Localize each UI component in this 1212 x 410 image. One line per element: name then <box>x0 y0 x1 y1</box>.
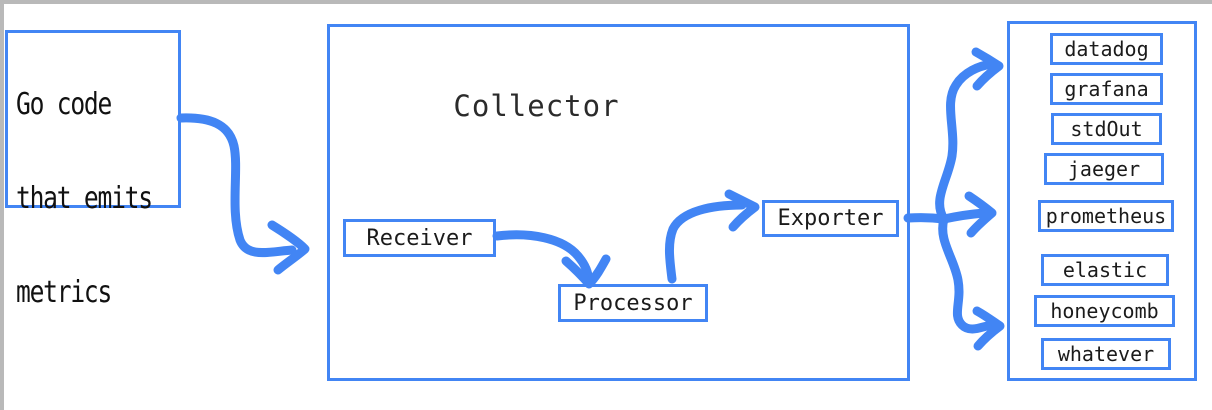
arrow-exporter-to-backends-middle-head <box>964 191 997 238</box>
backend-item-datadog: datadog <box>1050 33 1163 65</box>
receiver-box: Receiver <box>343 219 496 257</box>
collector-title: Collector <box>453 89 620 123</box>
backend-item-grafana: grafana <box>1050 73 1163 105</box>
arrow-source-to-receiver <box>176 113 297 258</box>
arrow-source-to-receiver-head <box>267 220 310 275</box>
backend-item-stdOut: stdOut <box>1051 113 1162 145</box>
arrow-exporter-to-backends-top-head <box>971 47 1004 91</box>
go-code-line-1: Go code <box>16 87 112 122</box>
exporter-box: Exporter <box>762 200 899 237</box>
arrow-exporter-to-backends-middle <box>939 208 989 224</box>
left-edge-strip <box>0 0 4 410</box>
arrow-exporter-junction <box>903 213 949 224</box>
arrow-exporter-to-backends-bottom <box>938 214 996 334</box>
backend-item-prometheus: prometheus <box>1038 200 1174 232</box>
processor-box: Processor <box>558 284 708 322</box>
top-edge-strip <box>0 0 1212 4</box>
backends-container: datadog grafana stdOut jaeger prometheus elas… <box>1007 21 1197 381</box>
go-code-line-3: metrics <box>16 275 112 310</box>
backend-item-jaeger: jaeger <box>1044 153 1164 185</box>
go-code-source-box: Go code that emits metrics <box>5 30 181 310</box>
backend-item-whatever: whatever <box>1041 338 1171 370</box>
arrow-exporter-to-backends-bottom-head <box>972 306 1005 351</box>
backend-item-elastic: elastic <box>1041 254 1169 286</box>
arrow-exporter-to-backends-top <box>935 59 996 224</box>
backend-item-honeycomb: honeycomb <box>1034 295 1175 327</box>
go-code-line-2: that emits <box>16 181 153 216</box>
